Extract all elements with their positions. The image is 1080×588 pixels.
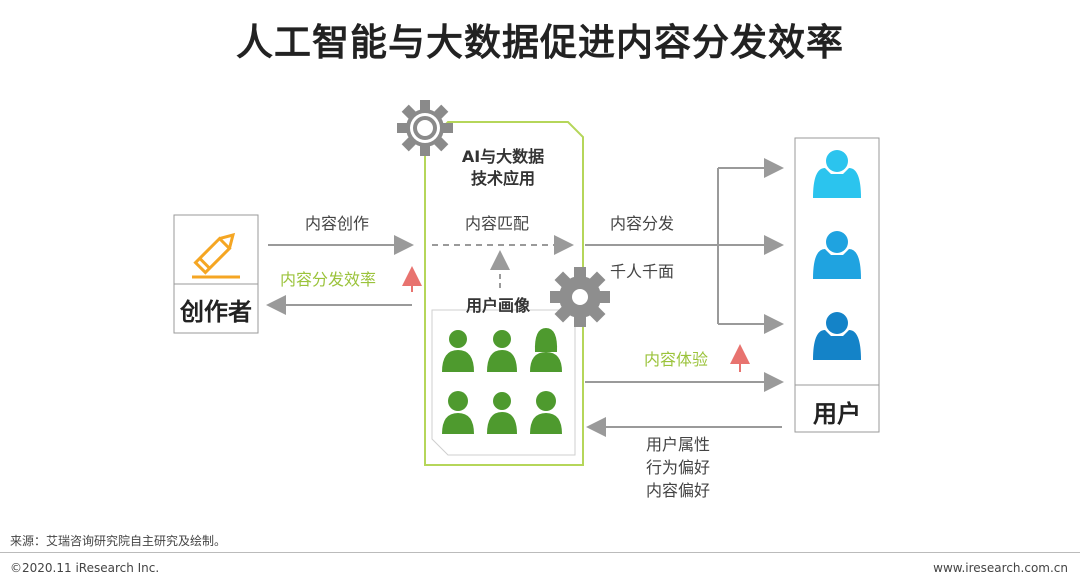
person-icon bbox=[487, 392, 517, 434]
website: www.iresearch.com.cn bbox=[933, 561, 1068, 575]
user-label: 用户 bbox=[813, 400, 861, 428]
gear-icon bbox=[550, 267, 610, 327]
attr-line-3: 内容偏好 bbox=[646, 481, 711, 500]
profile-box-border bbox=[431, 309, 576, 456]
person-icon bbox=[530, 328, 562, 372]
label-attributes: 用户属性 行为偏好 内容偏好 bbox=[646, 433, 710, 502]
footer-divider bbox=[0, 552, 1080, 553]
attr-line-1: 用户属性 bbox=[646, 435, 711, 454]
person-icon bbox=[442, 391, 474, 434]
creator-label: 创作者 bbox=[180, 298, 252, 326]
person-icon bbox=[530, 391, 562, 434]
label-experience: 内容体验 bbox=[644, 350, 709, 369]
copyright: ©2020.11 iResearch Inc. bbox=[10, 561, 160, 575]
label-distribute: 内容分发 bbox=[610, 214, 675, 233]
tech-box-title: AI与大数据 技术应用 bbox=[438, 146, 568, 190]
source-note: 来源：艾瑞咨询研究院自主研究及绘制。 bbox=[10, 534, 227, 548]
label-match: 内容匹配 bbox=[465, 214, 530, 233]
tech-line-2: 技术应用 bbox=[470, 169, 535, 188]
attr-line-2: 行为偏好 bbox=[646, 458, 711, 477]
label-personalized: 千人千面 bbox=[610, 262, 675, 281]
tech-line-1: AI与大数据 bbox=[461, 147, 545, 166]
users-icon bbox=[813, 150, 861, 360]
page-title: 人工智能与大数据促进内容分发效率 bbox=[236, 21, 844, 64]
creator-box bbox=[173, 214, 259, 334]
pencil-icon bbox=[193, 232, 236, 275]
person-icon bbox=[487, 330, 517, 372]
label-efficiency: 内容分发效率 bbox=[280, 270, 377, 289]
label-create: 内容创作 bbox=[305, 214, 370, 233]
person-icon bbox=[442, 330, 474, 372]
gear-icon bbox=[397, 100, 453, 156]
profile-label: 用户画像 bbox=[465, 296, 530, 315]
